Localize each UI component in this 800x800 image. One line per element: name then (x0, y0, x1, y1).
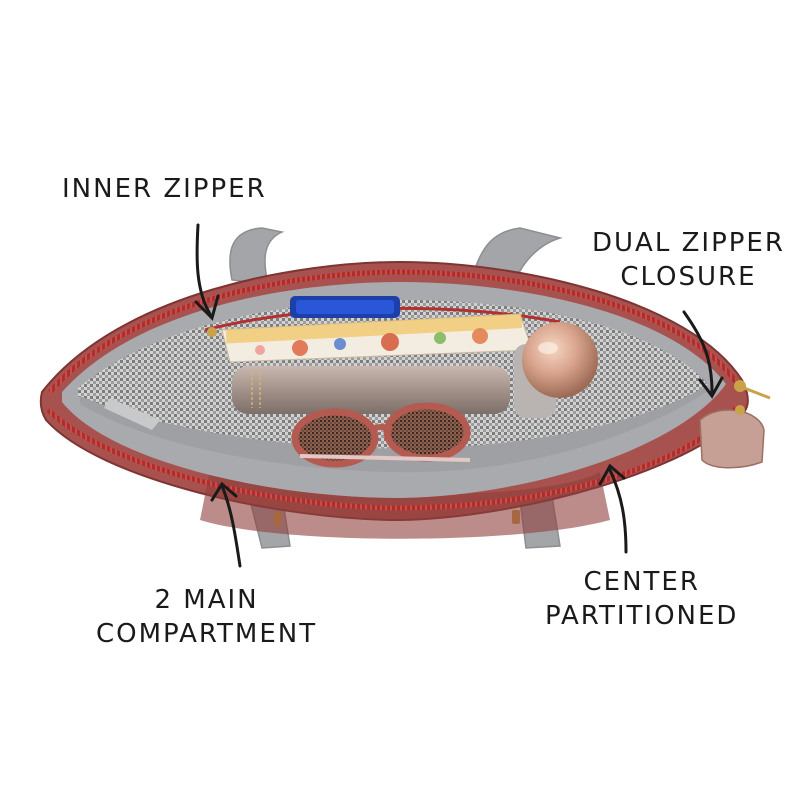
callout-text: PARTITIONED (545, 601, 739, 631)
callout-text: COMPARTMENT (96, 619, 318, 649)
callout-text: INNER ZIPPER (62, 174, 267, 204)
callout-text: DUAL ZIPPER (592, 228, 785, 258)
callout-main-compartment: 2 MAIN COMPARTMENT (96, 583, 317, 651)
arrow-icon (210, 481, 242, 568)
zipper-track (48, 269, 739, 394)
side-tab (104, 398, 160, 430)
floral-wallet (221, 313, 533, 363)
callout-text: CLOSURE (620, 262, 757, 292)
sunglasses (291, 402, 471, 468)
callout-text: 2 MAIN (154, 585, 259, 615)
arrow-icon (598, 463, 628, 554)
callout-text: CENTER (583, 567, 700, 597)
water-bottle (514, 322, 598, 418)
zipper-pull (699, 380, 771, 469)
callout-dual-zipper: DUAL ZIPPER CLOSURE (592, 226, 785, 294)
phone (290, 296, 400, 318)
callout-center-partitioned: CENTER PARTITIONED (545, 565, 738, 633)
callout-inner-zipper: INNER ZIPPER (62, 172, 267, 206)
arrow-icon (194, 223, 220, 321)
zipper-track (46, 404, 740, 511)
arrow-icon (682, 310, 724, 399)
pouch-tube (232, 366, 510, 414)
zipper-pull-icon (207, 327, 217, 337)
